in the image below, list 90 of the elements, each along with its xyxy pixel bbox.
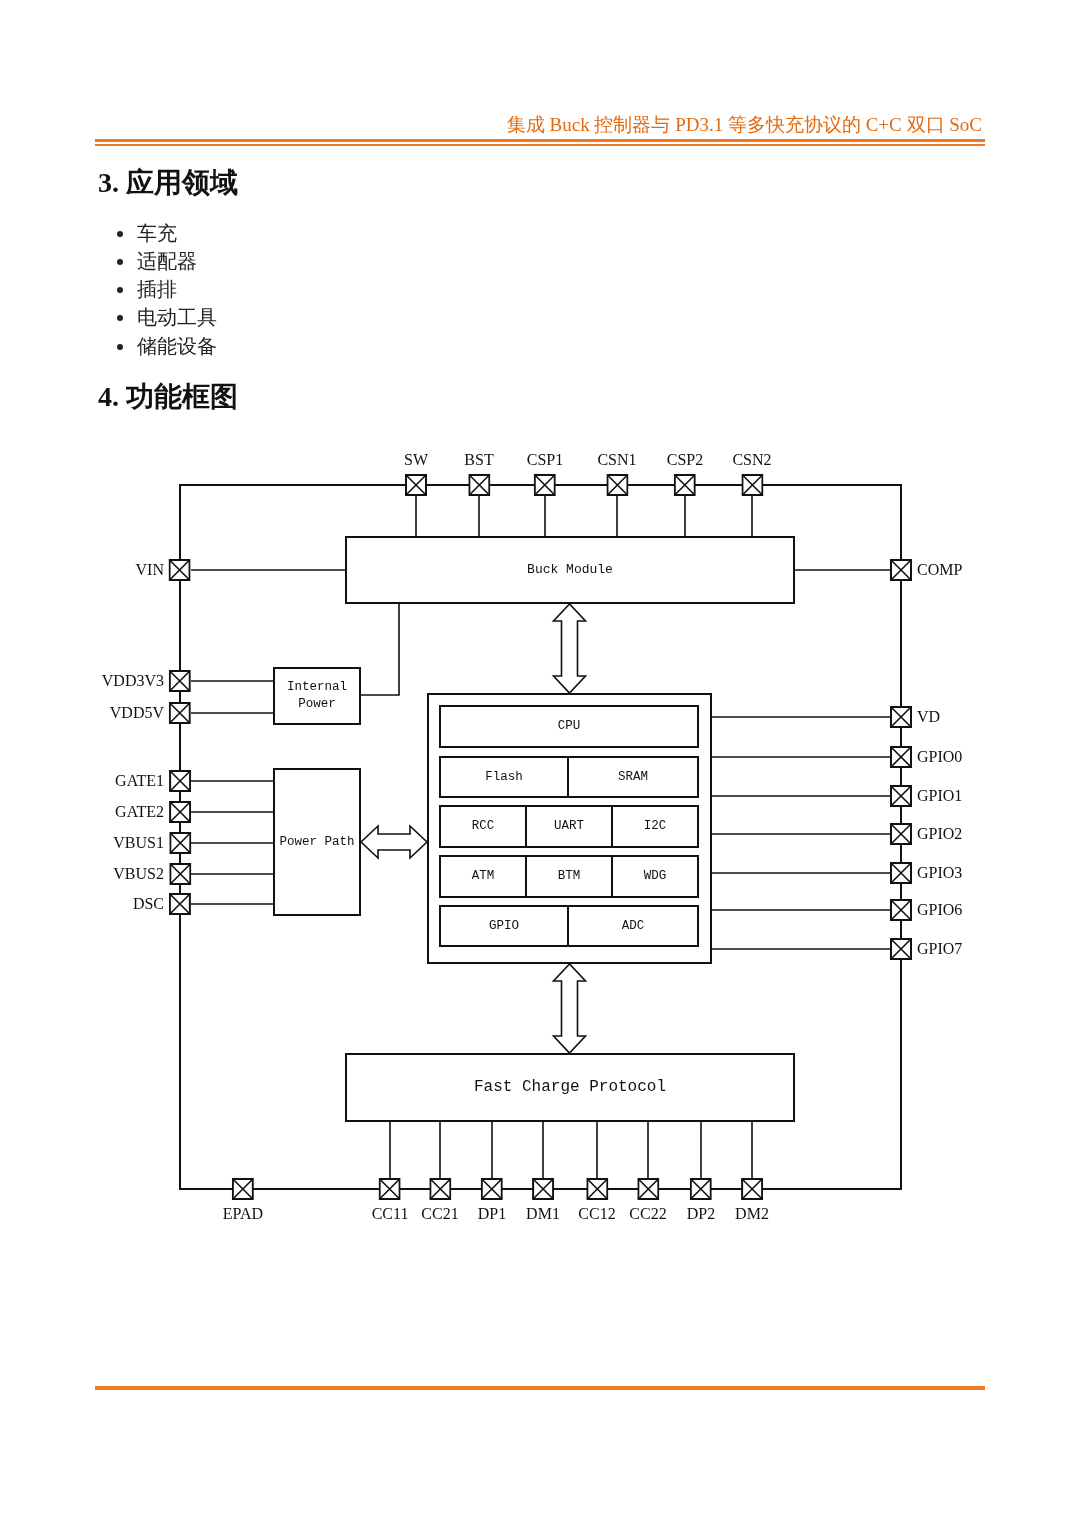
connection-line (700, 1121, 702, 1179)
connection-line (190, 680, 274, 682)
connection-line (190, 811, 274, 813)
pin-label: GPIO6 (917, 901, 963, 919)
pin-label: GATE2 (115, 803, 164, 821)
peripheral-block: BTM (527, 855, 613, 898)
connection-line (794, 569, 891, 571)
double-arrow (551, 602, 588, 695)
connection-line (190, 873, 274, 875)
connection-line (616, 495, 618, 537)
pin-label: CSP1 (526, 451, 564, 469)
pin-label: CSN2 (732, 451, 772, 469)
connection-line (751, 495, 753, 537)
connection-line (360, 603, 400, 696)
pin-label: VD (917, 708, 941, 726)
pin-label: DM1 (526, 1205, 560, 1223)
pin-label: GPIO1 (917, 787, 963, 805)
connection-line (491, 1121, 493, 1179)
peripheral-block: WDG (613, 855, 699, 898)
peripheral-block: UART (527, 805, 613, 848)
connection-line (751, 1121, 753, 1179)
module-block: Fast Charge Protocol (345, 1053, 795, 1122)
pin-label: CC11 (371, 1205, 409, 1223)
mcu-frame (427, 693, 712, 964)
peripheral-block: GPIO (439, 905, 569, 947)
connection-line (596, 1121, 598, 1179)
connection-line (439, 1121, 441, 1179)
connection-line (711, 872, 891, 874)
connection-line (711, 948, 891, 950)
peripheral-block: I2C (613, 805, 699, 848)
list-item: 插排 (137, 277, 177, 302)
chip-outline (179, 484, 902, 1190)
pin-label: CC22 (629, 1205, 667, 1223)
connection-line (389, 1121, 391, 1179)
module-block: Power Path (273, 768, 361, 916)
pin-label: DP1 (477, 1205, 507, 1223)
pin-label: CSP2 (666, 451, 704, 469)
pin-label: VBUS1 (113, 834, 164, 852)
pin-label: CC12 (578, 1205, 616, 1223)
pin-label: VDD5V (109, 704, 164, 722)
connection-line (711, 756, 891, 758)
connection-line (190, 569, 346, 571)
connection-line (647, 1121, 649, 1179)
pin-label: GPIO2 (917, 825, 963, 843)
connection-line (544, 495, 546, 537)
peripheral-block: Flash (439, 756, 569, 798)
list-item: 适配器 (137, 249, 197, 274)
connection-line (190, 780, 274, 782)
pin-label: DM2 (735, 1205, 769, 1223)
peripheral-block: CPU (439, 705, 699, 748)
section-heading: 4. 功能框图 (98, 380, 238, 414)
pin-label: EPAD (222, 1205, 264, 1223)
connection-line (190, 903, 274, 905)
pin-label: BST (464, 451, 494, 469)
pin-label: CSN1 (597, 451, 637, 469)
pin-label: DSC (132, 895, 164, 913)
peripheral-block: RCC (439, 805, 527, 848)
module-block: Internal Power (273, 667, 361, 725)
connection-line (684, 495, 686, 537)
list-item: 电动工具 (137, 305, 217, 330)
peripheral-block: ATM (439, 855, 527, 898)
connection-line (542, 1121, 544, 1179)
connection-line (478, 495, 480, 537)
double-arrow (359, 824, 429, 860)
list-item: 车充 (137, 221, 177, 246)
connection-line (711, 909, 891, 911)
subtitle: 集成 Buck 控制器与 PD3.1 等多快充协议的 C+C 双口 SoC (506, 113, 982, 137)
connection-line (415, 495, 417, 537)
connection-line (711, 833, 891, 835)
section-heading: 3. 应用领域 (98, 166, 238, 200)
pin-label: CC21 (421, 1205, 459, 1223)
pin-label: VIN (135, 561, 164, 579)
connection-line (711, 795, 891, 797)
pin-label: GPIO3 (917, 864, 963, 882)
pin-label: GPIO7 (917, 940, 963, 958)
pin-label: VBUS2 (113, 865, 164, 883)
pin-label: GATE1 (115, 772, 164, 790)
pin-label: VDD3V3 (101, 672, 164, 690)
module-block: Buck Module (345, 536, 795, 604)
pin-label: SW (404, 451, 428, 469)
pin-label: GPIO0 (917, 748, 963, 766)
double-arrow (551, 962, 588, 1055)
peripheral-block: SRAM (569, 756, 699, 798)
connection-line (711, 716, 891, 718)
peripheral-block: ADC (569, 905, 699, 947)
pin-label: DP2 (686, 1205, 716, 1223)
pin-label: COMP (917, 561, 963, 579)
list-item: 储能设备 (137, 334, 217, 359)
connection-line (190, 712, 274, 714)
connection-line (190, 842, 274, 844)
